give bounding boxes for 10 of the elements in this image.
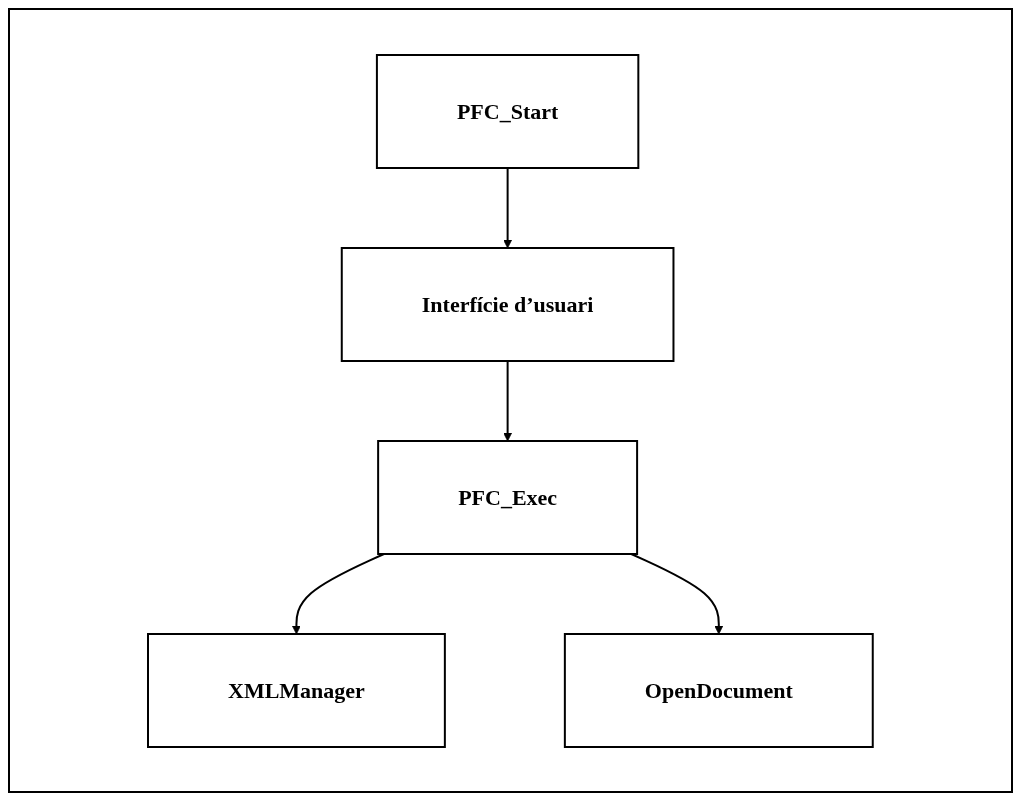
node-box [340,246,675,362]
arrow [503,166,513,248]
node-box [564,632,874,748]
arrow [503,359,513,441]
node-box [376,53,640,169]
arrow [630,552,724,634]
arrow [292,552,386,634]
diagram-frame: PFC_Start Interfície d’usuari PFC_Exec XMLManager OpenDocument [8,8,1013,793]
node-box [147,632,446,748]
node-box [377,439,639,555]
